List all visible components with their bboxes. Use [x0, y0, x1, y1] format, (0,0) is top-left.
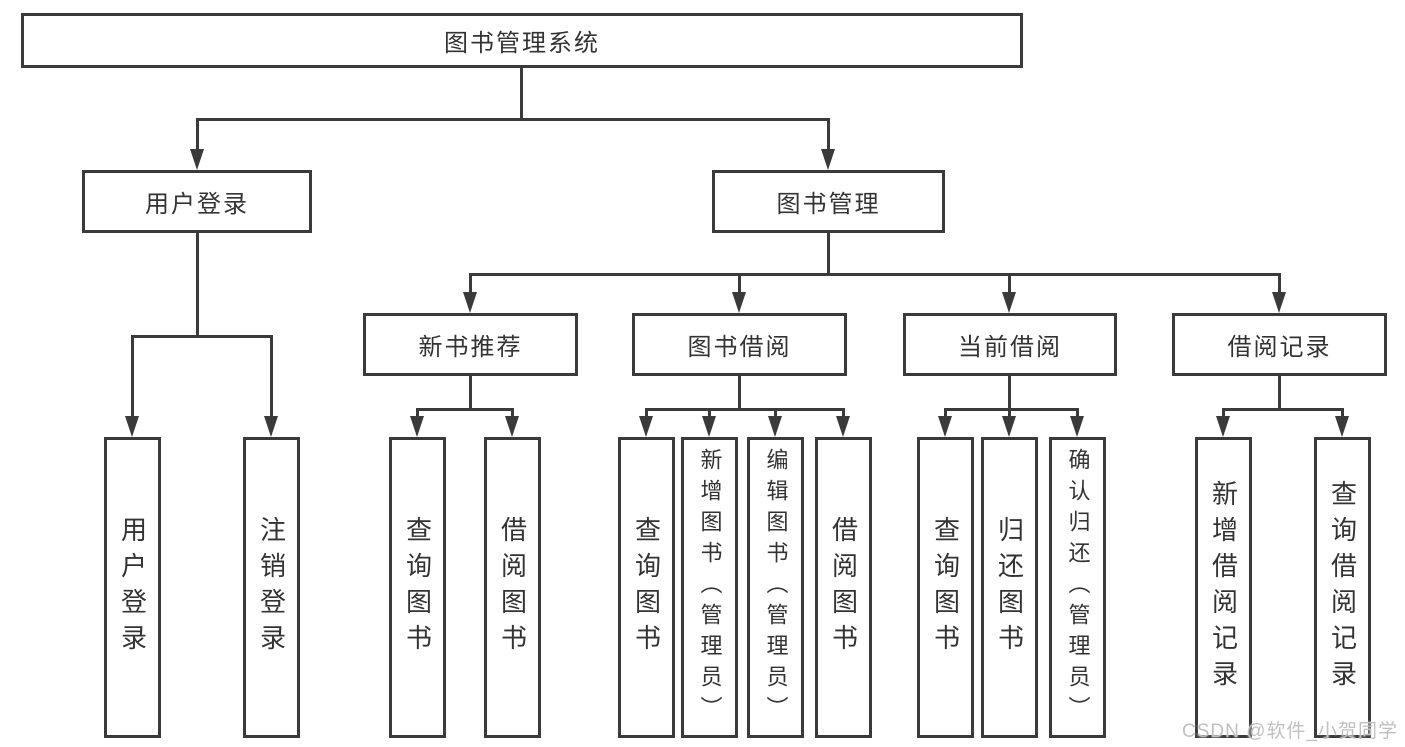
arrowhead-down [410, 416, 424, 437]
node-label: 图书管理系统 [444, 30, 600, 57]
node-leaf-hist-query-record: 查询借阅记录 [1314, 437, 1371, 738]
connector-line [1278, 273, 1281, 295]
arrowhead-down [702, 416, 716, 437]
connector-line [1341, 408, 1344, 419]
node-leaf-rec-borrow-books: 借阅图书 [484, 437, 541, 738]
node-label: 编辑图书（管理员） [763, 448, 789, 727]
connector-line [645, 408, 648, 419]
arrowhead-down [1070, 416, 1084, 437]
node-book-management: 图书管理 [712, 170, 945, 233]
node-label: 查询借阅记录 [1327, 479, 1358, 696]
arrowhead-down [463, 292, 477, 313]
connector-line [511, 408, 514, 419]
connector-line [827, 118, 830, 152]
connector-line [645, 408, 845, 411]
connector-line [1008, 273, 1011, 295]
connector-line [131, 335, 273, 338]
arrowhead-down [639, 416, 653, 437]
connector-line [520, 68, 523, 121]
connector-line [469, 273, 1281, 276]
arrowhead-down [505, 416, 519, 437]
connector-line [738, 376, 741, 411]
node-label: 注销登录 [256, 515, 287, 660]
arrowhead-down [125, 416, 139, 437]
connector-line [416, 408, 419, 419]
arrowhead-down [821, 149, 835, 170]
connector-line [1008, 376, 1011, 411]
connector-line [196, 118, 830, 121]
connector-line [738, 273, 741, 295]
node-label: 新书推荐 [418, 334, 523, 361]
arrowhead-down [1272, 292, 1286, 313]
arrowhead-down [836, 416, 850, 437]
node-label: 当前借阅 [958, 334, 1062, 361]
node-label: 新增图书（管理员） [697, 448, 723, 727]
node-label: 借阅图书 [497, 515, 528, 660]
arrowhead-down [768, 416, 782, 437]
node-label: 图书借阅 [687, 334, 792, 361]
node-label: 借阅图书 [828, 515, 859, 660]
connector-line [944, 408, 947, 419]
connector-line [131, 335, 134, 418]
node-leaf-rec-query-books: 查询图书 [389, 437, 446, 738]
node-label: 确认归还（管理员） [1065, 448, 1091, 727]
connector-line [708, 408, 711, 419]
node-leaf-cur-confirm-return-admin: 确认归还（管理员） [1049, 437, 1106, 738]
node-leaf-bor-borrow-books: 借阅图书 [815, 437, 872, 738]
node-leaf-bor-edit-books-admin: 编辑图书（管理员） [747, 437, 804, 738]
connector-line [774, 408, 777, 419]
node-leaf-bor-query-books: 查询图书 [618, 437, 675, 738]
arrowhead-down [264, 416, 278, 437]
node-label: 借阅记录 [1227, 334, 1332, 361]
node-label: 新增借阅记录 [1208, 479, 1239, 696]
node-borrowing-records: 借阅记录 [1172, 313, 1387, 376]
connector-line [944, 408, 1079, 411]
node-leaf-bor-add-books-admin: 新增图书（管理员） [681, 437, 738, 738]
connector-line [1278, 376, 1281, 411]
arrowhead-down [1002, 292, 1016, 313]
node-user-login-group: 用户登录 [82, 170, 312, 233]
connector-line [842, 408, 845, 419]
arrowhead-down [1335, 416, 1349, 437]
connector-line [1222, 408, 1225, 419]
node-current-borrowing: 当前借阅 [903, 313, 1117, 376]
connector-line [1222, 408, 1344, 411]
node-label: 查询图书 [631, 515, 662, 660]
node-label: 归还图书 [994, 515, 1025, 660]
connector-line [469, 376, 472, 411]
connector-line [196, 118, 199, 152]
connector-line [469, 273, 472, 295]
node-library-management-system: 图书管理系统 [21, 13, 1023, 68]
node-leaf-cur-query-books: 查询图书 [917, 437, 974, 738]
connector-line [196, 233, 199, 338]
node-label: 图书管理 [776, 191, 881, 218]
node-label: 查询图书 [402, 515, 433, 660]
arrowhead-down [1216, 416, 1230, 437]
connector-line [1076, 408, 1079, 419]
arrowhead-down [1002, 416, 1016, 437]
arrowhead-down [732, 292, 746, 313]
node-label: 查询图书 [930, 515, 961, 660]
connector-line [270, 335, 273, 418]
node-label: 用户登录 [145, 191, 249, 218]
node-leaf-cur-return-books: 归还图书 [981, 437, 1038, 738]
arrowhead-down [190, 149, 204, 170]
arrowhead-down [938, 416, 952, 437]
connector-line [416, 408, 514, 411]
watermark: CSDN @软件_小贺同学 [1182, 721, 1398, 742]
connector-line [1008, 408, 1011, 419]
connector-line [827, 233, 830, 276]
node-leaf-hist-add-record: 新增借阅记录 [1195, 437, 1252, 738]
node-label: 用户登录 [117, 515, 148, 660]
node-new-book-recommendation: 新书推荐 [363, 313, 578, 376]
node-book-borrowing: 图书借阅 [632, 313, 847, 376]
node-leaf-logout: 注销登录 [243, 437, 300, 738]
node-leaf-user-login: 用户登录 [104, 437, 161, 738]
